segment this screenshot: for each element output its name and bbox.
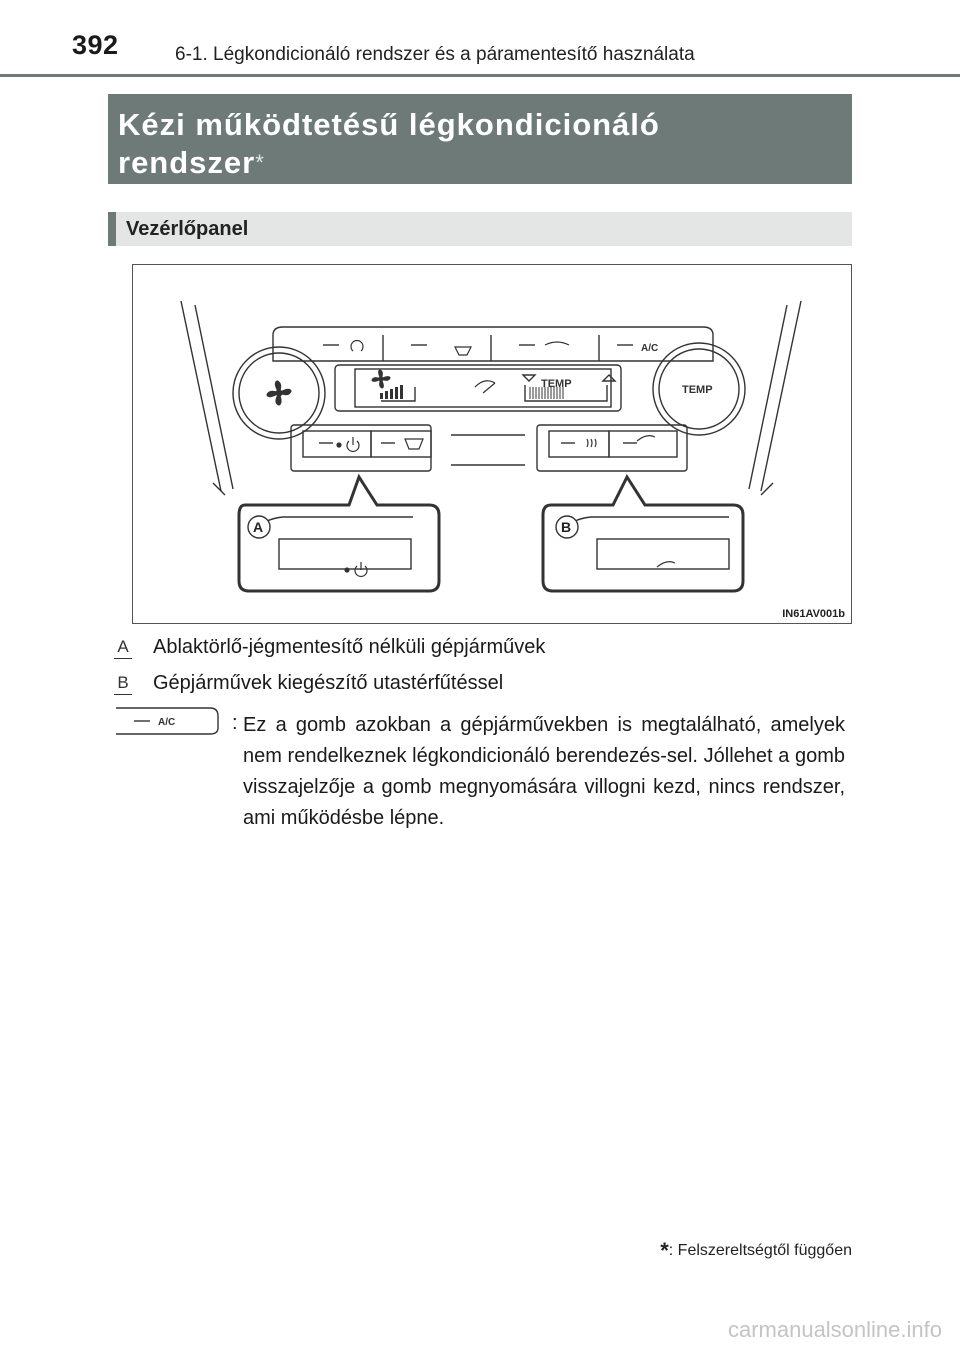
figure-code: IN61AV001b	[782, 608, 845, 620]
callout-a-circle	[247, 515, 271, 539]
item-a-marker: A	[114, 637, 132, 659]
running-head: 6-1. Légkondicionáló rendszer és a páram…	[175, 44, 695, 65]
section-title-band: Kézi működtetésű légkondicionáló rendsze…	[108, 94, 852, 184]
control-panel-figure: TEMP TEMP A/C A B IN61AV001b	[132, 264, 852, 624]
footnote: *: Felszereltségtől függően	[660, 1238, 852, 1264]
callout-b-circle	[555, 515, 579, 539]
item-a-label: Ablaktörlő-jégmentesítő nélküli gépjármű…	[153, 636, 546, 658]
subsection-title: Vezérlőpanel	[126, 218, 249, 240]
section-title: Kézi működtetésű légkondicionáló rendsze…	[118, 106, 838, 182]
ac-colon: :	[232, 712, 238, 734]
title-asterisk: *	[255, 150, 265, 175]
page-number: 392	[72, 30, 119, 60]
list-item-a: A Ablaktörlő-jégmentesítő nélküli gépjár…	[114, 636, 854, 662]
footnote-text: : Felszereltségtől függően	[668, 1242, 852, 1259]
item-b-marker: B	[114, 673, 132, 695]
knob-temp-label: TEMP	[682, 384, 713, 396]
callout-a-letter: A	[253, 519, 263, 535]
footnote-asterisk: *	[660, 1238, 669, 1263]
subsection-band: Vezérlőpanel	[108, 212, 852, 246]
item-b-label: Gépjárművek kiegészítő utastérfűtéssel	[153, 672, 504, 694]
ac-button-label: A/C	[641, 343, 658, 354]
section-title-line1: Kézi működtetésű légkondicionáló	[118, 107, 660, 142]
ac-button-icon: A/C	[114, 704, 226, 743]
control-panel-illustration: TEMP TEMP A/C A B	[180, 300, 802, 593]
watermark: carmanualsonline.info	[727, 1317, 942, 1342]
ac-icon-label: A/C	[158, 717, 175, 728]
list-item-b: B Gépjárművek kiegészítő utastérfűtéssel	[114, 672, 854, 698]
callout-b-letter: B	[561, 519, 571, 535]
ac-description: Ez a gomb azokban a gépjárművekben is me…	[243, 714, 845, 829]
display-temp-label: TEMP	[541, 378, 572, 390]
header-rule	[0, 74, 960, 77]
section-title-line2: rendszer	[118, 145, 256, 180]
